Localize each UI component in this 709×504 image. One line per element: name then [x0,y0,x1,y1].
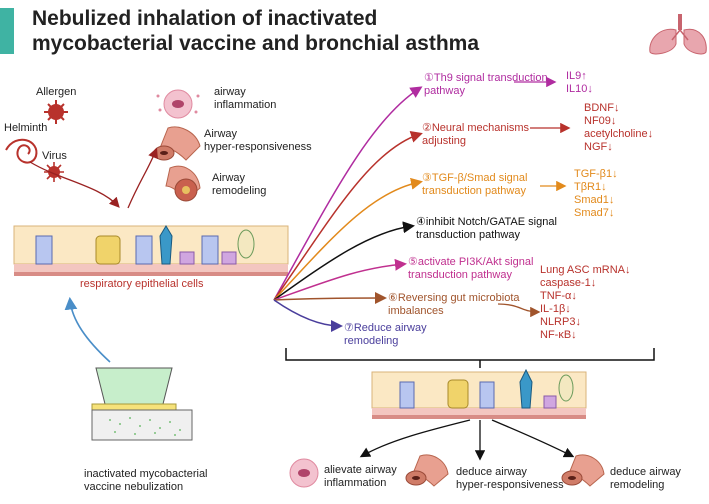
label-airway-remodeling: Airway remodeling [212,172,267,197]
pathway-notch: ④inhibit Notch/GATAE signal transduction… [416,216,557,241]
label-airway-hyper: Airway hyper-responsiveness [204,128,312,153]
markers-th9: IL9↑ IL10↓ [566,70,593,95]
label-virus: Virus [42,150,67,162]
label-epithelial-cells: respiratory epithelial cells [80,278,204,290]
epithelial-layer-top [13,225,289,276]
airway-remodeling-icon [165,165,201,202]
page-title: Nebulized inhalation of inactivated myco… [32,6,479,56]
label-helminth: Helminth [4,122,48,134]
markers-gut: Lung ASC mRNA↓ caspase-1↓ TNF-α↓ IL-1β↓ … [540,264,631,341]
airway-tube-icon [153,126,201,161]
label-nebulization: inactivated mycobacterial vaccine nebuli… [84,468,208,493]
lungs-icon [649,14,707,55]
markers-tgf: TGF-β1↓ TβR1↓ Smad1↓ Smad7↓ [574,168,618,219]
outcome-airway-tube-icon [405,454,449,487]
outcome-remodeling: deduce airway remodeling [610,466,681,491]
outcome-inflammation: alievate airway inflammation [324,464,397,489]
epithelial-layer-bottom [371,368,587,419]
pathway-tgf: ③TGF-β/Smad signal transduction pathway [422,172,528,197]
label-allergen: Allergen [36,86,77,98]
title-line-2: mycobacterial vaccine and bronchial asth… [32,32,480,55]
title-line-1: Nebulized inhalation of inactivated [32,7,378,30]
nebulizer-device-icon [91,367,193,441]
outcome-hyper: deduce airway hyper-responsiveness [456,466,564,491]
pathway-gut: ⑥Reversing gut microbiota imbalances [388,292,520,317]
allergen-particle-icon [44,100,68,124]
helminth-icon [5,138,38,164]
pathway-remodeling: ⑦Reduce airway remodeling [344,322,427,347]
label-airway-inflammation: airway inflammation [214,86,277,111]
pathway-neural: ②Neural mechanisms adjusting [422,122,530,147]
inflamed-cell-icon [156,89,200,119]
pathway-th9: ①Th9 signal transduction pathway [424,72,548,97]
outcome-inflamed-cell-icon [289,458,319,488]
title-accent-bar [0,8,14,54]
outcome-airway-remodel-icon [561,454,605,487]
pathway-pi3k: ⑤activate PI3K/Akt signal transduction p… [408,256,534,281]
markers-neural: BDNF↓ NF09↓ acetylcholine↓ NGF↓ [584,102,654,153]
virus-icon [44,162,64,182]
